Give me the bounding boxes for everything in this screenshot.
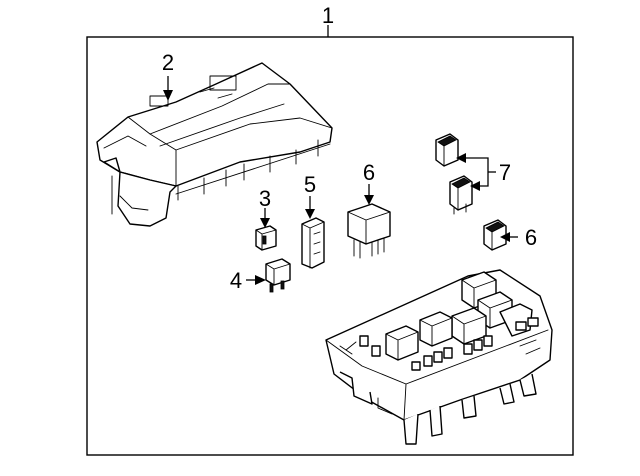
- callout-7-label: 7: [499, 160, 511, 185]
- callout-6a-label: 6: [363, 160, 375, 185]
- relay-7-upper: [435, 133, 459, 167]
- fuse-4: [265, 258, 291, 293]
- fuse-box-cover: [96, 62, 333, 227]
- callout-5-label: 5: [304, 172, 316, 197]
- mini-fuse-3: [255, 225, 277, 251]
- relay-7-lower: [449, 175, 473, 215]
- callout-6a-arrow: [364, 195, 374, 205]
- callout-7-arrow-upper: [456, 153, 466, 163]
- callout-4-label: 4: [230, 268, 242, 293]
- callout-4-arrow: [255, 275, 266, 285]
- callout-6b-label: 6: [525, 225, 537, 250]
- callout-1-label: 1: [322, 3, 334, 28]
- relay-6b: [483, 219, 507, 251]
- callout-3-label: 3: [259, 186, 271, 211]
- callout-3-arrow: [260, 218, 270, 228]
- callout-2-arrow: [163, 90, 173, 101]
- diagram-frame: [86, 36, 574, 456]
- callout-2-label: 2: [162, 50, 174, 75]
- callout-7-arrow-lower: [470, 181, 480, 191]
- callout-5-arrow: [305, 209, 315, 219]
- relay-6a: [347, 203, 391, 259]
- fuse-puller-5: [301, 217, 325, 269]
- fuse-box-base: [325, 269, 553, 445]
- callout-6b-arrow: [500, 232, 510, 242]
